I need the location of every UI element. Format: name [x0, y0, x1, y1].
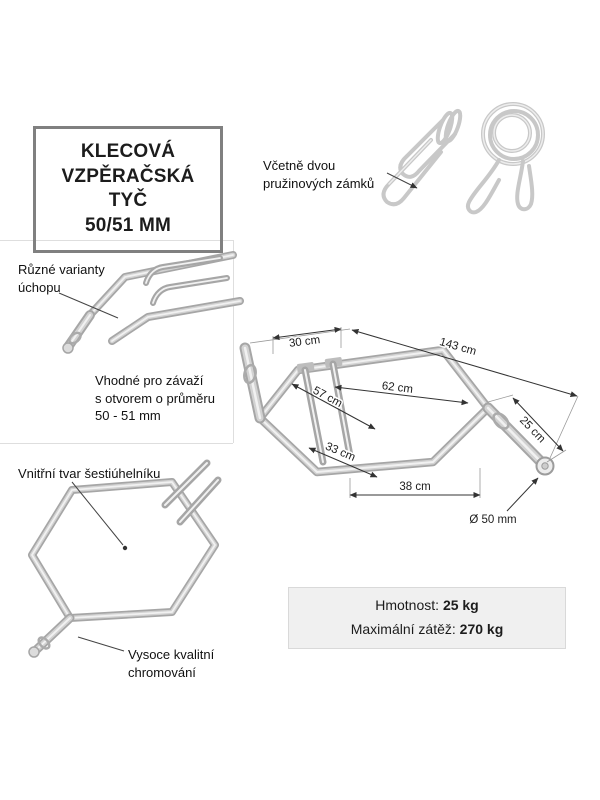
left-sleeve	[239, 342, 266, 424]
specs-box: Hmotnost: 25 kg Maximální zátěž: 270 kg	[288, 587, 566, 649]
dimension-lines	[272, 326, 578, 512]
divider-horizontal-bottom	[0, 443, 233, 444]
hexagon-leader-line	[71, 481, 124, 546]
spec-weight-value: 25 kg	[442, 597, 479, 613]
hex-bar-diagram: 30 cm 143 cm 62 cm 57 cm 25 cm 33 cm 38 …	[239, 326, 579, 528]
raised-handles	[143, 255, 230, 306]
spring-collars-illustration	[381, 102, 545, 215]
chrome-callout: Vysoce kvalitní chromování	[128, 647, 215, 680]
sleeve-stub	[28, 613, 75, 658]
grip-variants-illustration	[62, 251, 244, 354]
spring-collar-side-icon	[381, 108, 463, 207]
spec-weight: Hmotnost: 25 kg	[289, 594, 565, 618]
divider-vertical	[233, 240, 234, 443]
left-sleeve-stub	[62, 310, 95, 354]
dim-bottom-width-label: 38 cm	[399, 481, 430, 493]
spec-max-load: Maximální zátěž: 270 kg	[289, 618, 565, 642]
title-line-2: VZPĚRAČSKÁ TYČ	[61, 165, 195, 212]
dim-sleeve-diameter-label: Ø 50 mm	[469, 514, 516, 526]
chrome-leader-line	[77, 636, 125, 652]
spec-max-load-label: Maximální zátěž:	[350, 620, 456, 637]
handle-stubs	[161, 459, 222, 526]
grips-leader-line	[58, 292, 119, 319]
collars-callout: Včetně dvou pružinových zámků	[263, 158, 375, 191]
hexagon-callout: Vnitřní tvar šestiúhelníku	[18, 466, 161, 481]
dim-handle-width-label: 30 cm	[288, 334, 321, 350]
title-line-3: 50/51 MM	[84, 215, 172, 237]
diameter-leader-arrow	[506, 477, 539, 512]
hex-shape-illustration	[28, 459, 222, 658]
dim-inner-width-label: 62 cm	[381, 380, 414, 396]
hexagon-outline	[28, 478, 219, 622]
spring-collar-front-icon	[465, 102, 545, 215]
hex-frame	[255, 345, 493, 477]
dim-side-edge-label: 33 cm	[323, 441, 357, 464]
plates-callout: Vhodné pro závaží s otvorem o průměru 50…	[95, 373, 215, 424]
spec-weight-label: Hmotnost:	[375, 597, 440, 613]
title-box: KLECOVÁ VZPĚRAČSKÁ TYČ 50/51 MM	[33, 126, 223, 253]
title-line-1: KLECOVÁ	[80, 141, 176, 162]
grips-callout: Různé varianty úchopu	[18, 262, 105, 295]
spec-max-load-value: 270 kg	[459, 620, 504, 637]
collars-leader-arrow	[386, 172, 418, 189]
divider-horizontal-top	[0, 240, 233, 241]
hexagon-center-dot	[122, 545, 128, 551]
